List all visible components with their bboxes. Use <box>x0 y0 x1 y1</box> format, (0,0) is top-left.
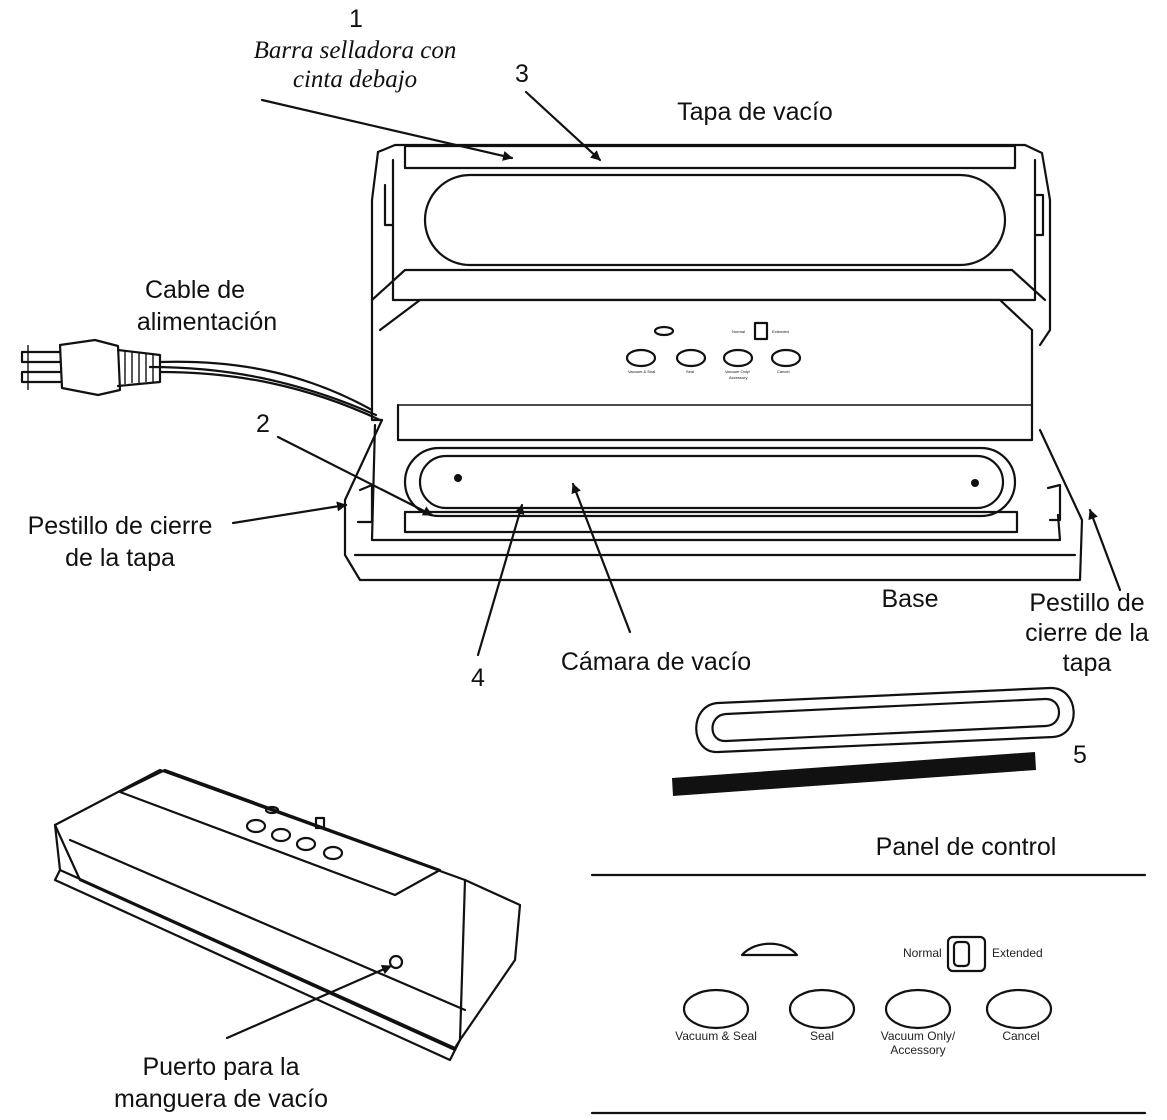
sealing-bar-label-line2: cinta debajo <box>293 66 417 93</box>
vacuum-only-label: Vacuum Only/ <box>881 1029 956 1043</box>
vacuum-port-label-line1: Puerto para la <box>142 1053 299 1081</box>
housing-vacuum-seal-text: Vacuum & Seal <box>628 369 655 374</box>
housing-normal-text: Normal <box>732 329 745 334</box>
cancel-label: Cancel <box>1002 1029 1039 1043</box>
housing-seal-text: Seal <box>686 369 694 374</box>
sealing-bar-label-line1: Barra selladora con <box>254 37 457 64</box>
housing-extended-text: Extended <box>772 329 789 334</box>
cancel-button[interactable] <box>985 988 1053 1030</box>
callout-number-2: 2 <box>256 410 270 438</box>
base-label: Base <box>882 585 939 613</box>
control-panel-detail: Normal Extended Vacuum & Seal Seal Vacuu… <box>590 873 1147 1115</box>
seal-button[interactable] <box>788 988 856 1030</box>
housing-accessory-text: Accessory <box>729 375 747 380</box>
callout-number-1: 1 <box>349 5 363 33</box>
vacuum-port-label-line2: manguera de vacío <box>114 1085 328 1113</box>
left-latch-label-line1: Pestillo de cierre <box>28 512 213 540</box>
housing-cancel-text: Cancel <box>777 369 790 374</box>
open-appliance-illustration: Normal Extended Vacuum & Seal Seal Vacuu… <box>343 143 1084 582</box>
callout-number-5: 5 <box>1073 741 1087 769</box>
vacuum-lid-label: Tapa de vacío <box>677 98 833 126</box>
closed-appliance-illustration <box>53 768 522 1062</box>
mode-switch[interactable] <box>946 935 987 973</box>
vacuum-seal-label: Vacuum & Seal <box>675 1029 757 1043</box>
indicator-light <box>740 942 799 957</box>
power-cord-label-line2: alimentación <box>137 308 277 336</box>
housing-vacuum-only-text: Vacuum Only/ <box>725 369 751 374</box>
callout-number-4: 4 <box>471 664 485 692</box>
control-panel-title: Panel de control <box>876 833 1057 861</box>
vacuum-only-button[interactable] <box>884 988 952 1030</box>
left-latch-label-line2: de la tapa <box>65 544 175 572</box>
power-cord-illustration <box>20 338 382 422</box>
callout-number-3: 3 <box>515 60 529 88</box>
accessory-label: Accessory <box>890 1043 945 1057</box>
seal-label: Seal <box>810 1029 834 1043</box>
right-latch-label-line2: cierre de la <box>1025 619 1149 647</box>
power-cord-label-line1: Cable de <box>145 276 245 304</box>
vacuum-chamber-label: Cámara de vacío <box>561 648 751 676</box>
panel-extended-text: Extended <box>992 946 1043 960</box>
replacement-gasket-and-tape <box>672 686 1075 796</box>
vacuum-seal-button[interactable] <box>682 988 750 1030</box>
callout-arrows <box>225 90 1122 1040</box>
panel-normal-text: Normal <box>903 946 942 960</box>
right-latch-label-line1: Pestillo de <box>1029 589 1144 617</box>
labels: 1 Barra selladora con cinta debajo 3 Tap… <box>28 5 1149 1113</box>
mode-switch-knob <box>952 940 971 968</box>
right-latch-label-line3: tapa <box>1063 649 1112 677</box>
